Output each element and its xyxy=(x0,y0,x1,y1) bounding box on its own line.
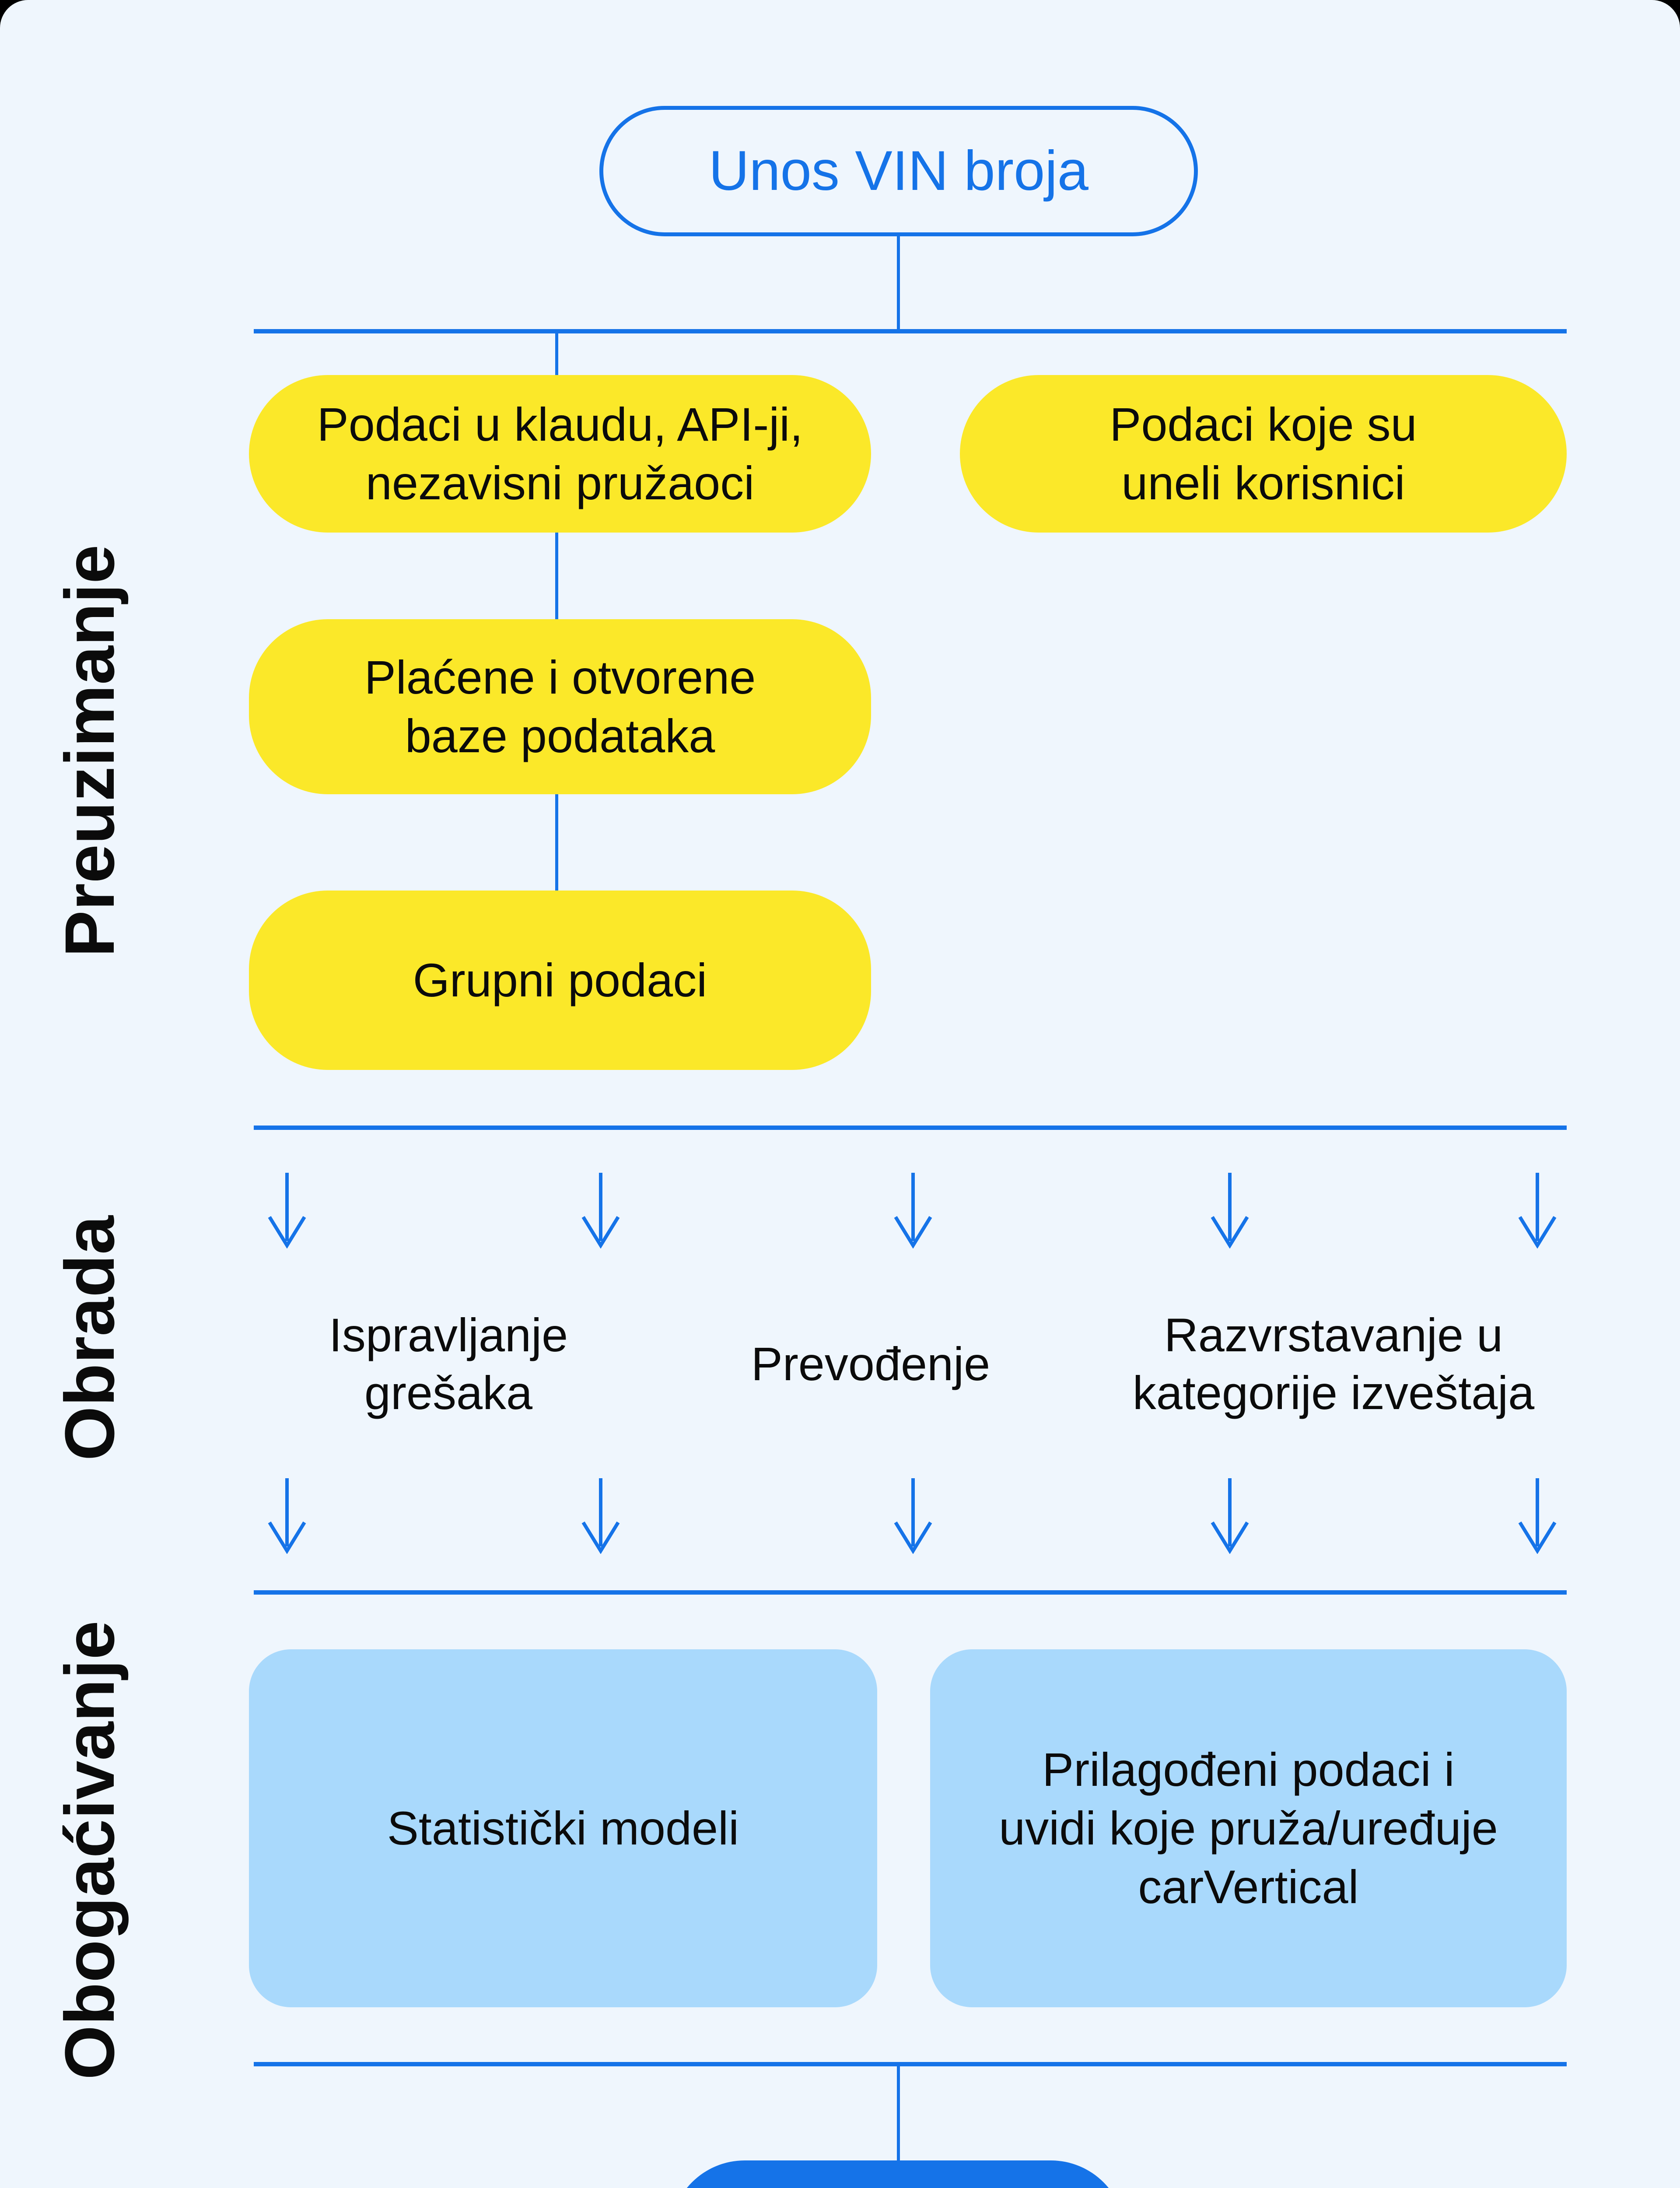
node-cloud-api-data: Podaci u klaudu, API-ji, nezavisni pruža… xyxy=(249,375,871,533)
connector-cloud-to-databases xyxy=(555,533,558,621)
node-group-data: Grupni podaci xyxy=(249,891,871,1070)
bracket-line-bottom xyxy=(254,2062,1567,2066)
down-arrow-icon xyxy=(891,1172,935,1248)
section-label-enrichment: Obogaćivanje xyxy=(50,1620,129,2080)
node-paid-open-databases: Plaćene i otvorene baze podataka xyxy=(249,619,871,794)
connector-databases-to-group xyxy=(555,794,558,892)
result-node-report: Izveštaj xyxy=(670,2160,1125,2188)
node-statistical-models: Statistički modeli xyxy=(249,1649,877,2007)
divider-download-processing xyxy=(254,1126,1567,1130)
down-arrow-icon xyxy=(891,1477,935,1554)
connector-root-to-bracket xyxy=(897,232,900,331)
down-arrow-icon xyxy=(265,1477,309,1554)
node-carvertical-insights: Prilagođeni podaci i uvidi koje pruža/ur… xyxy=(930,1649,1567,2007)
connector-bracket-to-cloud xyxy=(555,333,558,377)
bracket-line-top xyxy=(254,329,1567,333)
down-arrow-icon xyxy=(265,1172,309,1248)
node-user-entered-data: Podaci koje su uneli korisnici xyxy=(960,375,1567,533)
root-node-vin-input: Unos VIN broja xyxy=(599,106,1198,236)
down-arrow-icon xyxy=(1516,1172,1559,1248)
step-label-categorization: Razvrstavanje u kategorije izveštaja xyxy=(1132,1308,1535,1419)
down-arrow-icon xyxy=(1208,1477,1252,1554)
section-label-processing: Obrada xyxy=(50,1215,129,1461)
step-label-error-correction: Ispravljanje grešaka xyxy=(329,1308,568,1419)
connector-bracket-to-result xyxy=(897,2066,900,2160)
divider-processing-enrichment xyxy=(254,1590,1567,1595)
down-arrow-icon xyxy=(579,1172,623,1248)
section-label-download: Preuzimanje xyxy=(50,544,129,957)
step-label-translation: Prevođenje xyxy=(751,1337,990,1390)
down-arrow-icon xyxy=(1208,1172,1252,1248)
down-arrow-icon xyxy=(579,1477,623,1554)
down-arrow-icon xyxy=(1516,1477,1559,1554)
